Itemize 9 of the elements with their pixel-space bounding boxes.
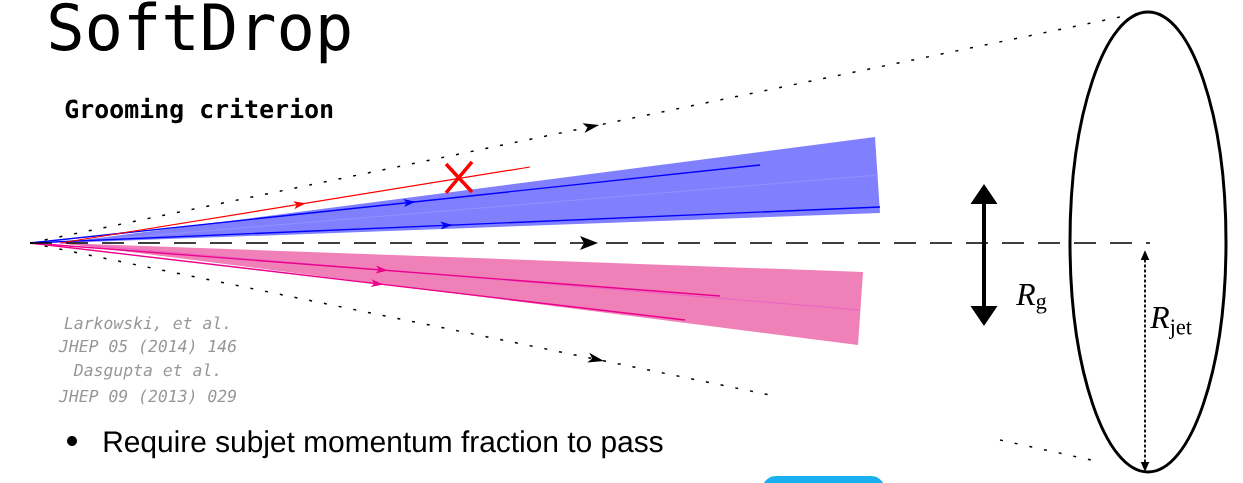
title: SoftDrop: [50, 1, 350, 64]
bullet-text: Require subjet momentum fraction to pass: [104, 430, 663, 459]
reference-text: JHEP 09 (2013) 029: [58, 389, 236, 405]
heading: Grooming criterion: [65, 97, 333, 124]
reference-text: JHEP 05 (2014) 146: [58, 339, 237, 355]
reference-text: Dasgupta et al.: [73, 363, 218, 380]
dimension-label: R$_{g}$: [1016, 284, 1047, 314]
reference-text: Larkowski, et al.: [64, 316, 228, 332]
dimension-label: R$_{jet}$: [1150, 307, 1192, 339]
